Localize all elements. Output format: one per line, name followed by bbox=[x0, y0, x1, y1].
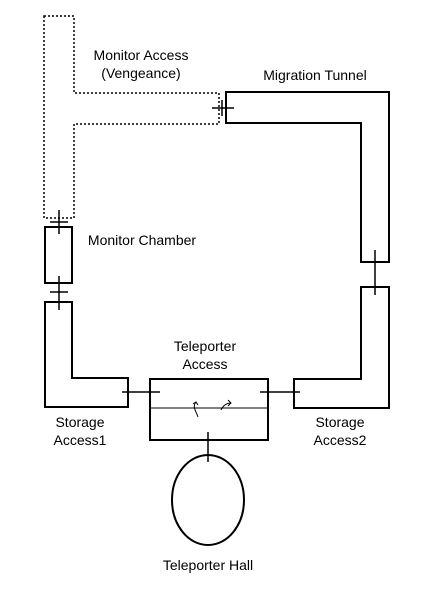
label-monitor-access: Monitor Access (Vengeance) bbox=[80, 46, 202, 82]
door-connectors bbox=[50, 100, 384, 462]
label-teleporter-hall: Teleporter Hall bbox=[162, 557, 254, 573]
room-teleporter-access[interactable] bbox=[149, 378, 269, 441]
room-storage-access1[interactable] bbox=[44, 301, 129, 408]
room-monitor-chamber[interactable] bbox=[44, 226, 73, 284]
label-storage-access1-line2: Access1 bbox=[53, 432, 107, 448]
label-teleporter-access: Teleporter Access bbox=[160, 337, 250, 373]
label-storage-access1: Storage Access1 bbox=[40, 413, 120, 449]
label-monitor-chamber: Monitor Chamber bbox=[87, 232, 197, 248]
label-monitor-access-line2: (Vengeance) bbox=[101, 65, 181, 81]
room-storage-access2[interactable] bbox=[293, 286, 390, 409]
label-teleporter-access-line1: Teleporter bbox=[173, 338, 237, 354]
room-migration-tunnel[interactable] bbox=[225, 91, 390, 263]
room-teleporter-hall[interactable] bbox=[171, 454, 245, 546]
label-storage-access2-line1: Storage bbox=[315, 414, 365, 430]
label-migration-tunnel: Migration Tunnel bbox=[263, 67, 367, 83]
room-monitor-access[interactable] bbox=[43, 15, 220, 219]
label-storage-access2: Storage Access2 bbox=[300, 413, 380, 449]
label-teleporter-access-line2: Access bbox=[182, 356, 228, 372]
label-storage-access1-line1: Storage bbox=[55, 414, 105, 430]
label-monitor-access-line1: Monitor Access bbox=[93, 47, 189, 63]
curved-arrows-icon bbox=[192, 399, 232, 418]
label-storage-access2-line2: Access2 bbox=[313, 432, 367, 448]
